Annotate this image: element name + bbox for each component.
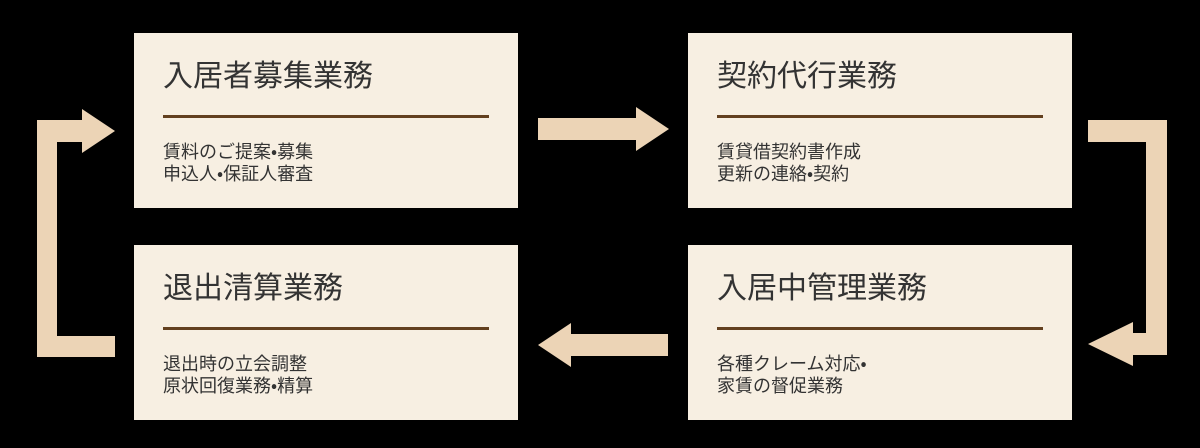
box-description: 賃貸借契約書作成 更新の連絡・契約 — [717, 141, 1043, 185]
box-title: 入居中管理業務 — [717, 272, 927, 305]
box-description: 退出時の立会調整 原状回復業務・精算 — [163, 353, 489, 397]
description-line: 各種クレーム対応・ — [717, 354, 867, 374]
box-contract-agency: 契約代行業務 賃貸借契約書作成 更新の連絡・契約 — [688, 33, 1072, 208]
description-line: 原状回復業務・精算 — [163, 376, 314, 396]
description-line: 賃料のご提案・募集 — [163, 142, 314, 162]
arrow-down-then-left-icon — [1088, 120, 1167, 366]
arrow-left-icon — [538, 323, 668, 367]
box-tenant-recruitment: 入居者募集業務 賃料のご提案・募集 申込人・保証人審査 — [134, 33, 518, 208]
description-line: 更新の連絡・契約 — [717, 164, 850, 184]
box-occupancy-management: 入居中管理業務 各種クレーム対応・ 家賃の督促業務 — [688, 245, 1072, 420]
title-divider — [717, 327, 1043, 330]
title-divider — [717, 115, 1043, 118]
box-title: 契約代行業務 — [717, 60, 897, 93]
box-description: 各種クレーム対応・ 家賃の督促業務 — [717, 353, 1043, 397]
description-line: 家賃の督促業務 — [717, 376, 843, 396]
box-moveout-settlement: 退出清算業務 退出時の立会調整 原状回復業務・精算 — [134, 245, 518, 420]
description-line: 申込人・保証人審査 — [163, 164, 314, 184]
title-divider — [163, 327, 489, 330]
arrow-up-then-right-icon — [37, 109, 115, 357]
title-divider — [163, 115, 489, 118]
box-title: 入居者募集業務 — [163, 60, 373, 93]
description-line: 退出時の立会調整 — [163, 354, 307, 374]
arrow-right-icon — [538, 107, 669, 151]
box-title: 退出清算業務 — [163, 272, 343, 305]
description-line: 賃貸借契約書作成 — [717, 142, 861, 162]
box-description: 賃料のご提案・募集 申込人・保証人審査 — [163, 141, 489, 185]
